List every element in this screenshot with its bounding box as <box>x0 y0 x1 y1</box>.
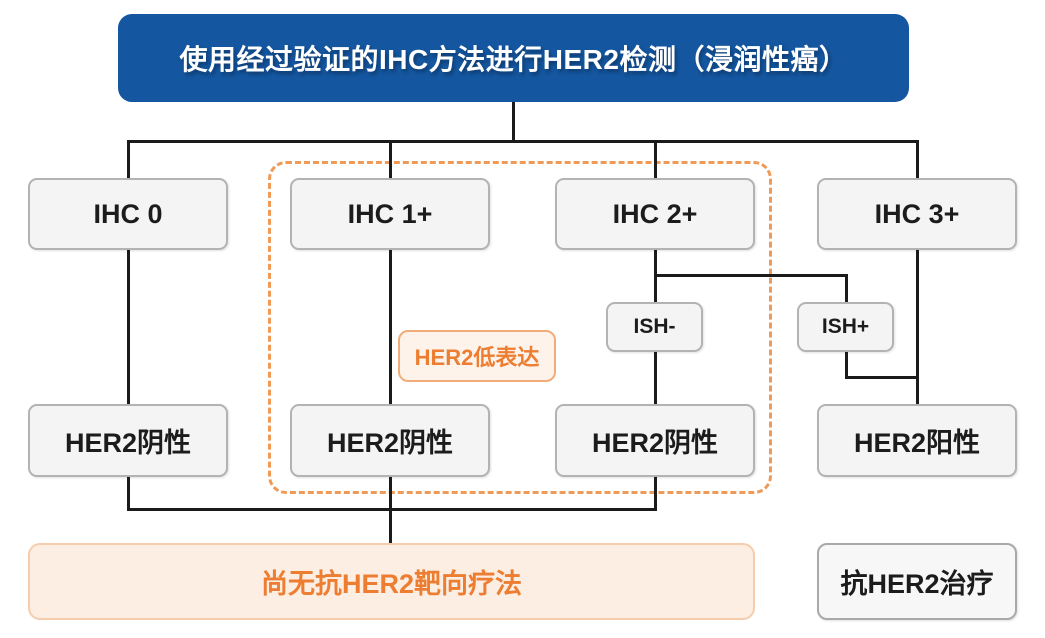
outcome-anti-her2-treatment-label: 抗HER2治疗 <box>840 569 994 599</box>
connector-result1-down <box>389 475 392 511</box>
connector-drop-ihc1 <box>389 140 392 180</box>
node-ish-negative-label: ISH- <box>633 315 676 338</box>
node-ihc-3plus: IHC 3+ <box>817 178 1017 250</box>
connector-ish-negative-down <box>654 350 657 406</box>
node-ihc-1plus-label: IHC 1+ <box>347 198 433 229</box>
node-ihc-0: IHC 0 <box>28 178 228 250</box>
connector-drop-ihc3 <box>916 140 919 180</box>
outcome-anti-her2-treatment: 抗HER2治疗 <box>817 543 1017 620</box>
node-her2-negative-3-label: HER2阴性 <box>591 428 719 458</box>
node-her2-negative-1-label: HER2阴性 <box>64 428 192 458</box>
connector-branch-to-ish-positive <box>845 274 848 304</box>
connector-ihc3-down <box>916 248 919 406</box>
outcome-no-anti-her2-therapy: 尚无抗HER2靶向疗法 <box>28 543 755 620</box>
node-her2-positive: HER2阳性 <box>817 404 1017 477</box>
connector-bottom-horizontal <box>127 508 657 511</box>
connector-ihc0-down <box>127 248 130 406</box>
badge-her2-low-expression: HER2低表达 <box>398 330 556 382</box>
node-ihc-2plus-label: IHC 2+ <box>612 198 698 229</box>
connector-result0-down <box>127 475 130 511</box>
node-her2-negative-2: HER2阴性 <box>290 404 490 477</box>
node-ihc-0-label: IHC 0 <box>93 198 163 229</box>
outcome-no-anti-her2-therapy-label: 尚无抗HER2靶向疗法 <box>260 569 523 599</box>
node-her2-negative-1: HER2阴性 <box>28 404 228 477</box>
connector-result2-down <box>654 475 657 511</box>
connector-ihc2-branch-horizontal <box>654 274 848 277</box>
node-her2-negative-2-label: HER2阴性 <box>326 428 454 458</box>
connector-drop-ihc2 <box>654 140 657 180</box>
banner-title: 使用经过验证的IHC方法进行HER2检测（浸润性癌） <box>118 14 909 102</box>
node-ish-positive: ISH+ <box>797 302 894 352</box>
node-ish-negative: ISH- <box>606 302 703 352</box>
connector-banner-down <box>512 101 515 142</box>
banner-title-label: 使用经过验证的IHC方法进行HER2检测（浸润性癌） <box>179 44 848 75</box>
connector-to-no-therapy <box>389 508 392 545</box>
badge-her2-low-expression-label: HER2低表达 <box>414 345 540 370</box>
her2-low-dashed-frame <box>268 161 772 494</box>
node-ish-positive-label: ISH+ <box>821 315 870 338</box>
node-ihc-1plus: IHC 1+ <box>290 178 490 250</box>
node-ihc-2plus: IHC 2+ <box>555 178 755 250</box>
connector-ish-positive-merge <box>845 376 919 379</box>
connector-drop-ihc0 <box>127 140 130 180</box>
node-ihc-3plus-label: IHC 3+ <box>874 198 960 229</box>
connector-ihc1-down <box>389 248 392 406</box>
connector-top-horizontal <box>127 140 919 143</box>
node-her2-positive-label: HER2阳性 <box>853 428 981 458</box>
connector-ish-positive-down <box>845 350 848 379</box>
node-her2-negative-3: HER2阴性 <box>555 404 755 477</box>
